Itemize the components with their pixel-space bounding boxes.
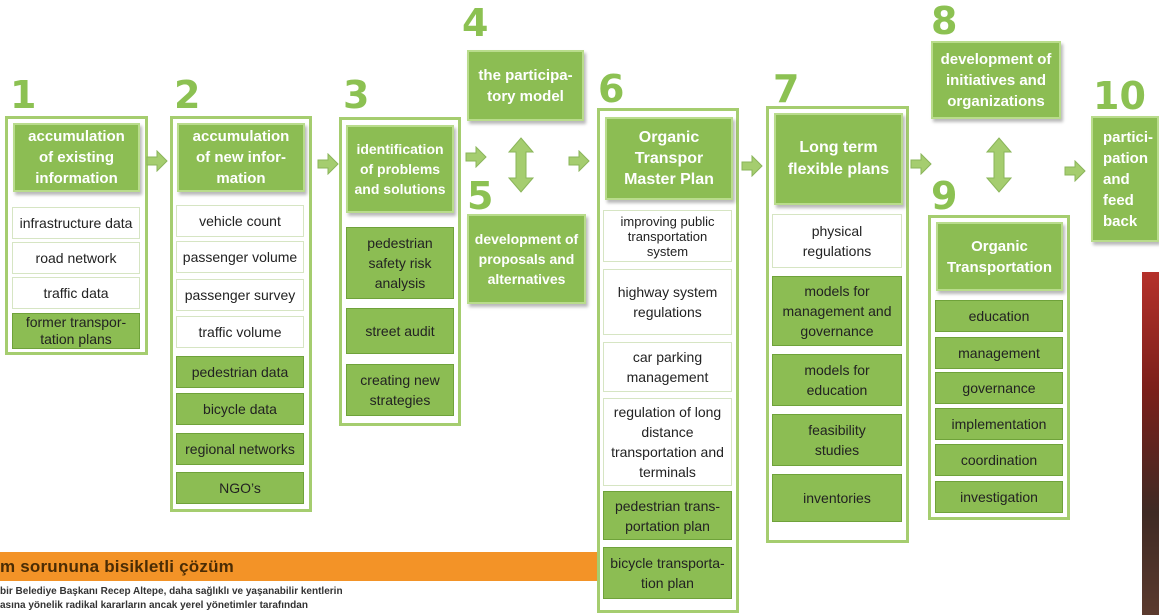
step-7-item: physical regulations xyxy=(772,214,902,268)
step-6-item: car parking management xyxy=(603,342,732,392)
double-arrow-vertical-icon xyxy=(986,137,1012,193)
step-2-item: regional networks xyxy=(176,433,304,465)
step-7-item: models for management and governance xyxy=(772,276,902,346)
step-7-item: feasibility studies xyxy=(772,414,902,466)
step-3-item: creating new strategies xyxy=(346,364,454,416)
step-8-box: development of initiatives and organizat… xyxy=(931,41,1061,119)
banner-headline: m sorununa bisikletli çözüm xyxy=(0,557,234,576)
step-9-title: Organic Transportation xyxy=(936,222,1063,291)
step-9-item: implementation xyxy=(935,408,1063,440)
step-2-item: vehicle count xyxy=(176,205,304,237)
step-number-1: 1 xyxy=(10,73,37,117)
step-10-box: partici- pation and feed back xyxy=(1091,116,1159,242)
step-3-item: pedestrian safety risk analysis xyxy=(346,227,454,299)
arrow-right-icon xyxy=(910,153,932,175)
step-number-6: 6 xyxy=(598,67,625,111)
step-7-title: Long term flexible plans xyxy=(774,113,903,205)
arrow-right-icon xyxy=(741,155,763,177)
step-number-7: 7 xyxy=(773,67,800,111)
step-1-item: former transpor- tation plans xyxy=(12,313,140,349)
step-number-10: 10 xyxy=(1093,74,1146,118)
article-text-line: asına yönelik radikal kararların ancak y… xyxy=(0,600,308,611)
arrow-right-icon xyxy=(568,150,590,172)
step-1-item: traffic data xyxy=(12,277,140,309)
step-6-title: Organic Transpor Master Plan xyxy=(605,117,733,200)
arrow-right-icon xyxy=(317,153,339,175)
step-number-8: 8 xyxy=(931,0,958,43)
arrow-right-icon xyxy=(1064,160,1086,182)
step-7-item: models for education xyxy=(772,354,902,406)
step-9-item: governance xyxy=(935,372,1063,404)
step-9-item: management xyxy=(935,337,1063,369)
step-6-item: bicycle transporta- tion plan xyxy=(603,547,732,599)
article-text-line: bir Belediye Başkanı Recep Altepe, daha … xyxy=(0,586,343,597)
step-3-title: identification of problems and solutions xyxy=(346,125,454,213)
step-6-item: highway system regulations xyxy=(603,269,732,335)
step-number-2: 2 xyxy=(174,73,201,117)
step-4-box: the participa- tory model xyxy=(467,50,584,121)
step-6-item: regulation of long distance transportati… xyxy=(603,398,732,486)
arrow-right-icon xyxy=(465,146,487,168)
step-number-5: 5 xyxy=(467,174,494,218)
step-6-item: improving public transportation system xyxy=(603,210,732,262)
step-9-item: coordination xyxy=(935,444,1063,476)
step-2-item: passenger survey xyxy=(176,279,304,311)
step-2-title: accumulation of new infor- mation xyxy=(177,123,305,192)
step-9-item: education xyxy=(935,300,1063,332)
arrow-right-icon xyxy=(146,150,168,172)
step-1-title: accumulation of existing information xyxy=(13,123,140,192)
step-2-item: pedestrian data xyxy=(176,356,304,388)
step-number-9: 9 xyxy=(931,174,958,218)
step-7-item: inventories xyxy=(772,474,902,522)
step-1-item: infrastructure data xyxy=(12,207,140,239)
background-photo xyxy=(1142,272,1159,615)
step-2-item: traffic volume xyxy=(176,316,304,348)
step-5-box: development of proposals and alternative… xyxy=(467,214,586,304)
step-number-4: 4 xyxy=(462,1,489,45)
step-number-3: 3 xyxy=(343,73,370,117)
step-6-item: pedestrian trans- portation plan xyxy=(603,491,732,540)
step-2-item: passenger volume xyxy=(176,241,304,273)
double-arrow-vertical-icon xyxy=(508,137,534,193)
step-9-item: investigation xyxy=(935,481,1063,513)
step-1-item: road network xyxy=(12,242,140,274)
step-3-item: street audit xyxy=(346,308,454,354)
step-2-item: NGO’s xyxy=(176,472,304,504)
orange-banner xyxy=(0,552,597,581)
step-2-item: bicycle data xyxy=(176,393,304,425)
